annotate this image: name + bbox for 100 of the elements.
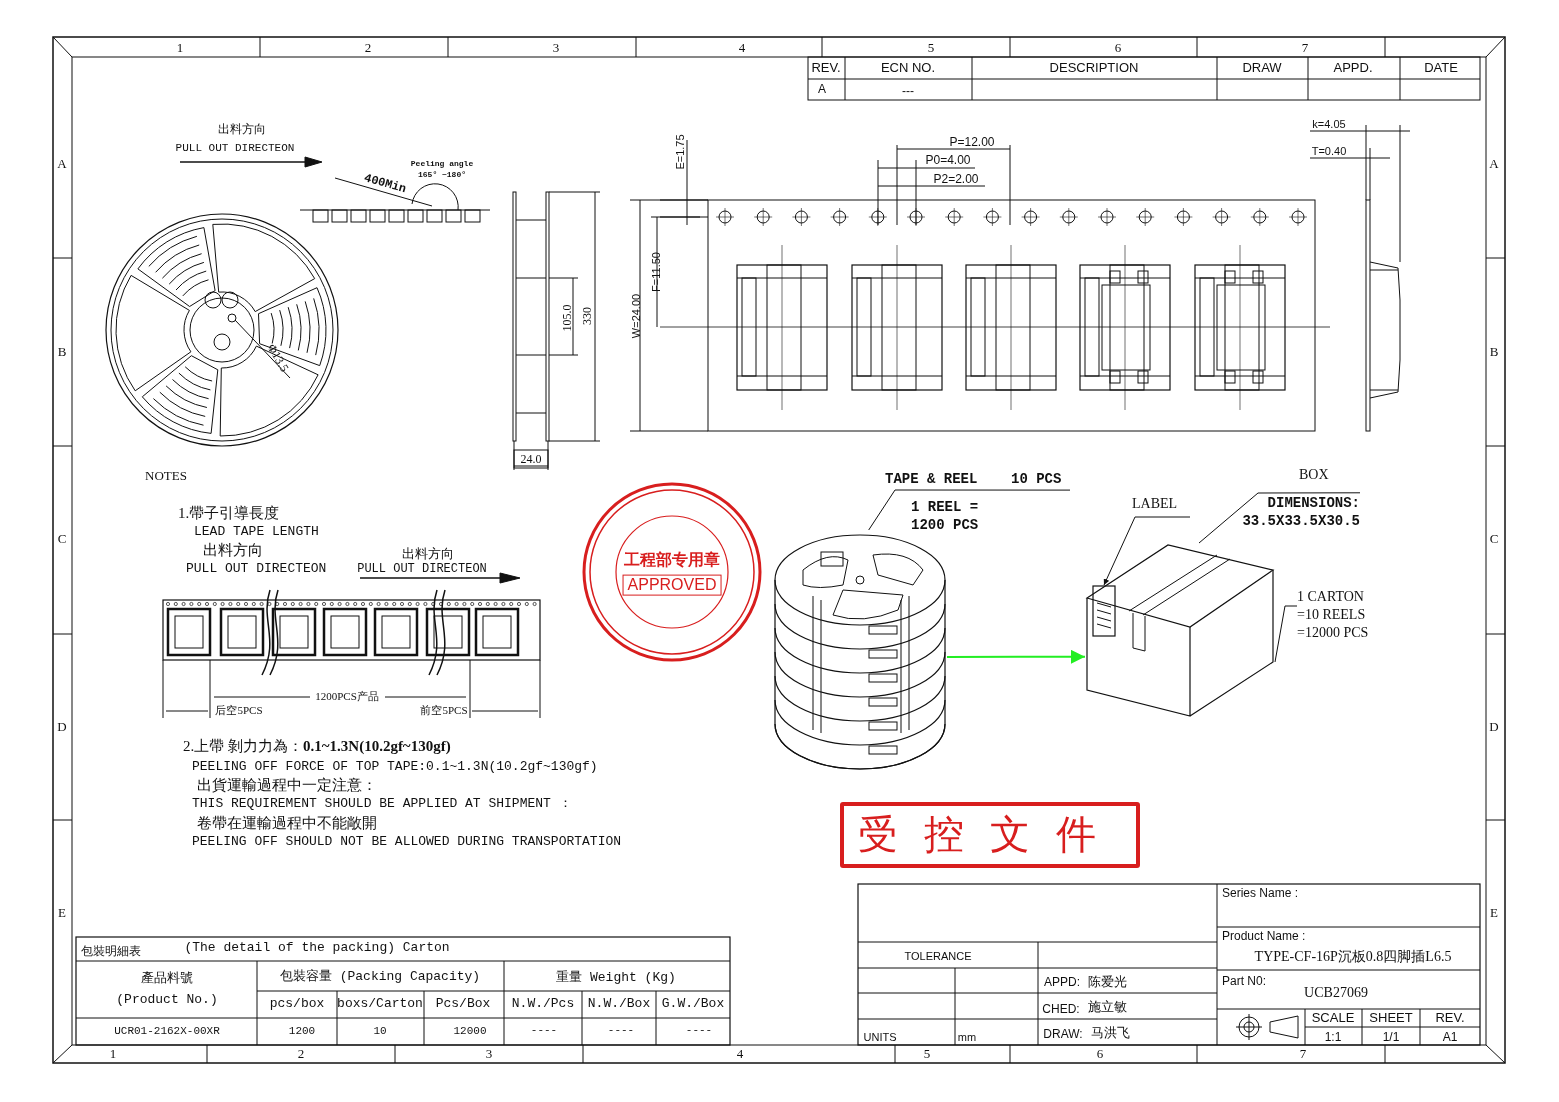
field-label: APPD: [1044,975,1080,989]
table-header: pcs/box [269,997,325,1011]
table-header: DESCRIPTION [1049,61,1139,75]
field-value: TYPE-CF-16P沉板0.8四脚插L6.5 [1254,949,1452,965]
callout-text: DIMENSIONS: 33.5X33.5X30.5 [1241,494,1360,531]
zone-number: 3 [485,1047,493,1061]
dimension-text: k=4.05 [1312,119,1346,131]
stamp-text: 工程部专用章 [624,551,720,569]
leader-arrow [1103,516,1191,586]
zone-letter: D [1489,720,1499,734]
zone-number: 3 [552,41,560,55]
table-header: N.W./Box [587,997,651,1011]
zone-letter: E [58,906,66,920]
field-label: TOLERANCE [904,951,972,963]
zone-number: 1 [176,41,184,55]
field-value: mm [957,1032,977,1044]
zone-letter: A [1489,157,1499,171]
zone-letter: C [57,532,67,546]
zone-number: 6 [1114,41,1122,55]
table-cell: ---- [607,1025,635,1037]
table-header: 重量 Weight (Kg) [556,971,676,985]
zone-letter: A [57,157,67,171]
field-label: Part N0: [1222,974,1266,988]
field-label: UNITS [863,1032,897,1044]
table-header: N.W./Pcs [511,997,575,1011]
table-header: REV. [811,61,841,75]
table-header: 產品料號 [141,971,193,985]
zone-number: 1 [109,1047,117,1061]
dimension-text: 330 [580,307,594,325]
callout-text: LABEL [1132,497,1190,517]
dimension-text: P0=4.00 [925,153,971,167]
dimension-text: 后空5PCS [215,705,263,717]
zone-letter: E [1490,906,1498,920]
table-header: (Product No.) [116,993,218,1007]
dimension-text: F=11.50 [651,252,663,292]
leader-line [868,489,1071,531]
callout-text: BOX [1299,468,1329,483]
table-cell: 包裝明細表 [81,944,141,958]
zone-number: 6 [1096,1047,1104,1061]
table-header: DRAW [1242,61,1282,75]
note-text: THIS REQUIREMENT SHOULD BE APPLIED AT SHIPMENT ： [192,797,572,811]
table-header: boxs/Carton [337,997,423,1011]
zone-number: 5 [923,1047,931,1061]
zone-letter: D [57,720,67,734]
table-header: G.W./Box [661,997,725,1011]
field-label: SHEET [1369,1011,1413,1025]
zone-number: 7 [1299,1047,1307,1061]
table-cell: UCR01-2162X-00XR [114,1026,220,1038]
dimension-text: 105.0 [560,304,574,332]
field-label: DRAW: [1043,1027,1083,1041]
controlled-document-stamp: 受控文件 [840,802,1140,868]
callout-text: 1 REEL = 1200 PCS [911,498,980,535]
field-value: 1:1 [1324,1030,1342,1044]
zone-number: 2 [297,1047,305,1061]
zone-number: 4 [736,1047,744,1061]
dimension-text: 400Min [362,172,408,196]
dimension-text: Peeling angle [410,159,474,169]
note-text: PEELING OFF FORCE OF TOP TAPE:0.1~1.3N(10.2gf~130gf) [192,760,598,774]
callout-text: TAPE & REEL [885,472,978,487]
table-header: ECN NO. [880,61,936,75]
leader-line [1198,492,1361,544]
table-header: 包裝容量 (Packing Capacity) [279,970,481,984]
table-cell: 10 [373,1026,387,1038]
note-text: 出料方向 [203,543,263,559]
dimension-text: W=24.00 [631,293,643,339]
zone-letter: C [1489,532,1499,546]
note-text: PEELING OFF SHOULD NOT BE ALLOWED DURING TRANSPORTATION [192,835,622,849]
table-cell: --- [902,84,914,98]
note-text: 出貨運輸過程中一定注意： [197,778,377,794]
dimension-text: 1200PCS产品 [315,691,379,703]
dimension-text: 24.0 [520,452,542,466]
direction-text: 出料方向 [402,547,454,561]
field-value: 施立敏 [1087,1000,1127,1014]
direction-text: PULL OUT DIRECTEON [357,562,487,576]
leader-line [1274,605,1298,663]
table-header: Pcs/Box [435,997,491,1011]
table-cell: (The detail of the packing) Carton [184,941,450,955]
direction-text: PULL OUT DIRECTEON [175,143,295,155]
zone-number: 5 [927,41,935,55]
dimension-text: E=1.75 [675,134,687,170]
table-cell: 1200 [288,1026,316,1038]
field-label: REV. [1435,1011,1465,1025]
field-value: UCB27069 [1304,985,1368,1001]
table-header: DATE [1424,61,1458,75]
direction-text: 出料方向 [218,122,266,136]
callout-text: 1 CARTON =10 REELS =12000 PCS [1297,588,1379,646]
note-text: 1.帶子引導長度 [178,506,280,522]
table-header: APPD. [1333,61,1373,75]
table-cell: A [818,82,826,96]
table-cell: ---- [530,1025,558,1037]
field-label: Series Name : [1222,886,1299,900]
table-cell: ---- [685,1025,713,1037]
field-label: SCALE [1311,1011,1355,1025]
note-text: NOTES [145,469,187,483]
field-label: Product Name : [1222,929,1306,943]
zone-number: 4 [738,41,746,55]
field-value: 1/1 [1382,1030,1400,1044]
dimension-text: T=0.40 [1311,146,1347,158]
dimension-text: P=12.00 [949,135,995,149]
zone-number: 7 [1301,41,1309,55]
